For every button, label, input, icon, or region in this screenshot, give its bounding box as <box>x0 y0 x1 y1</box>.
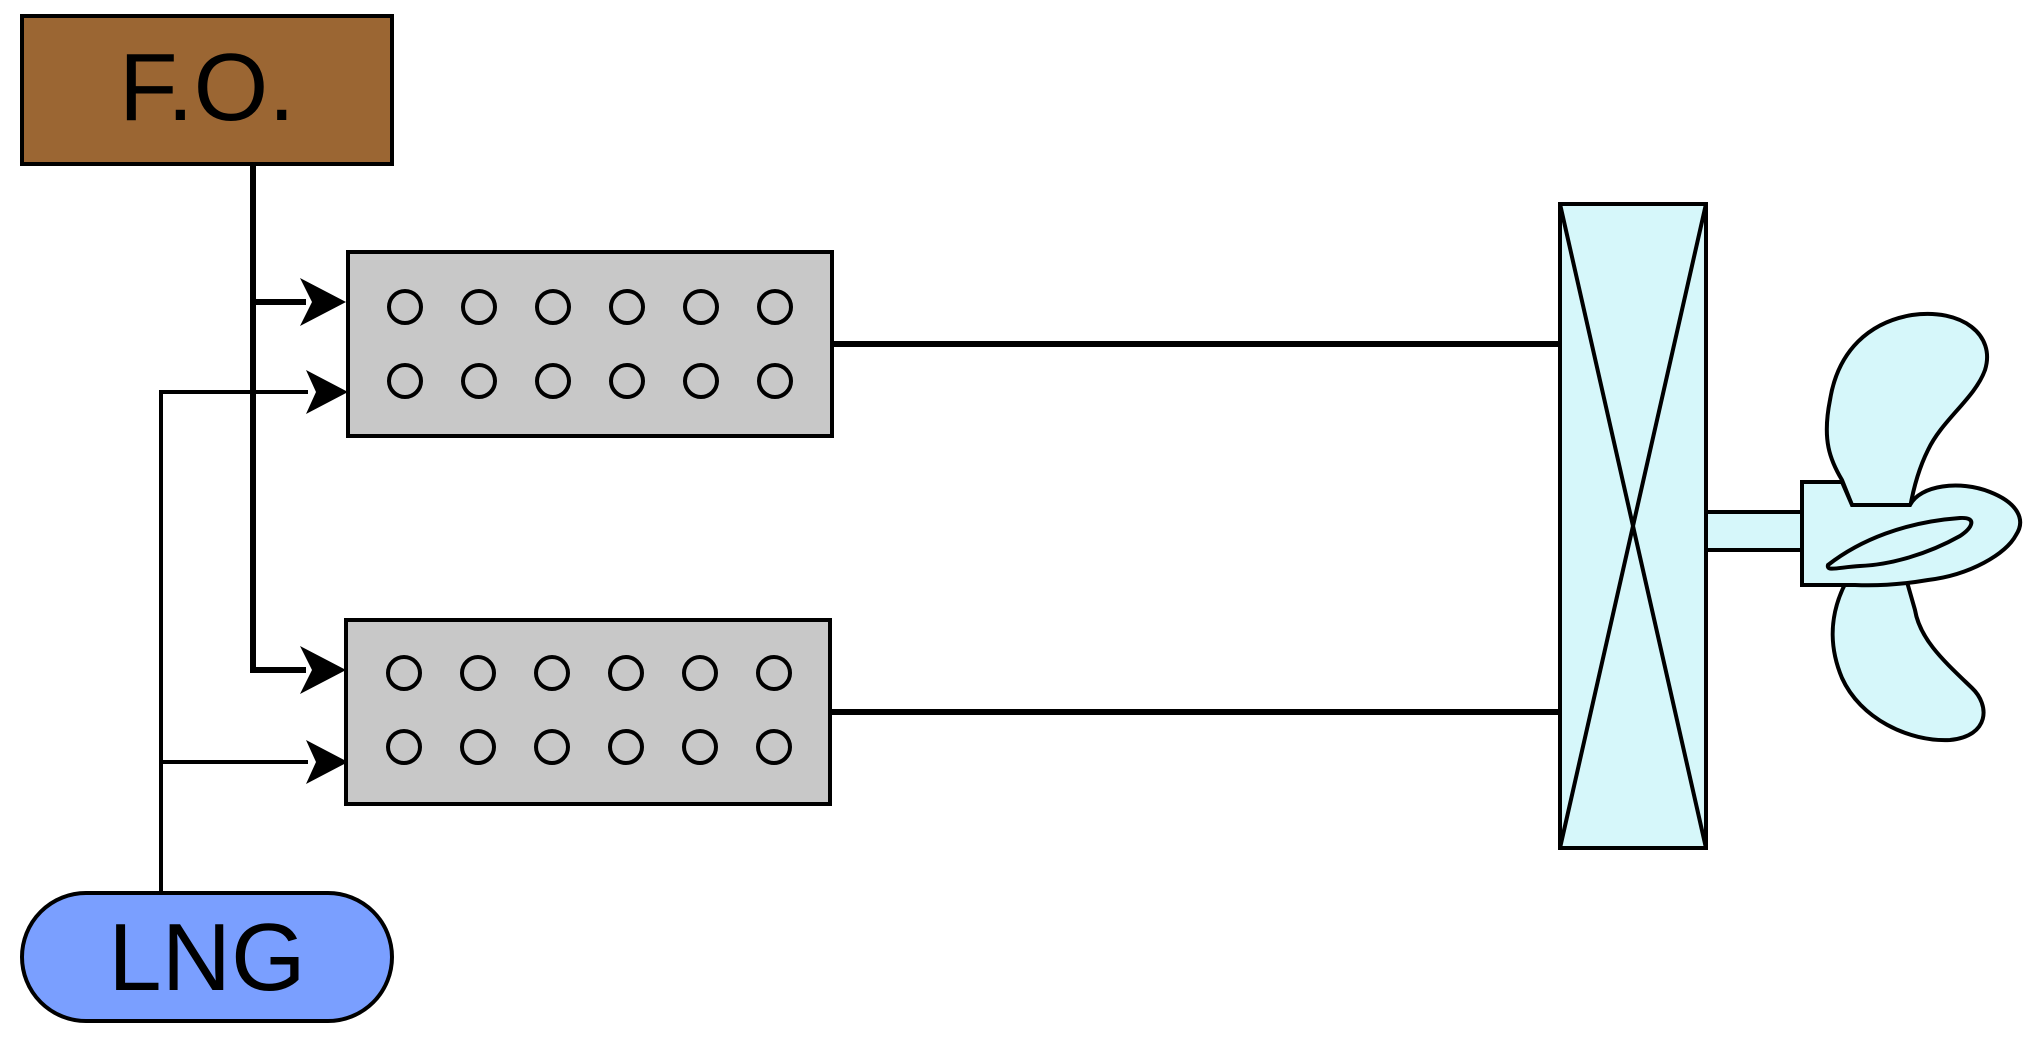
cylinder-icon <box>683 289 719 325</box>
arrowhead-icon <box>300 278 346 326</box>
gearbox-icon <box>1558 202 1708 850</box>
cylinder-icon <box>682 729 718 765</box>
cylinder-icon <box>608 729 644 765</box>
cylinder-icon <box>756 655 792 691</box>
propeller-icon <box>1800 311 2022 743</box>
cylinder-icon <box>608 655 644 691</box>
cylinder-icon <box>757 363 793 399</box>
cylinder-icon <box>609 289 645 325</box>
cylinder-icon <box>386 655 422 691</box>
lng-tank: LNG <box>20 891 394 1023</box>
arrowhead-icon <box>306 370 348 414</box>
cylinder-icon <box>756 729 792 765</box>
cylinder-icon <box>386 729 422 765</box>
cylinder-icon <box>757 289 793 325</box>
cylinder-grid <box>386 655 792 765</box>
cylinder-icon <box>534 655 570 691</box>
arrowhead-icon <box>306 740 348 784</box>
fuel-oil-tank: F.O. <box>20 14 394 166</box>
engine-icon <box>344 618 832 806</box>
cylinder-icon <box>460 655 496 691</box>
cylinder-icon <box>387 289 423 325</box>
cylinder-icon <box>461 289 497 325</box>
engine-upper <box>346 250 834 438</box>
cylinder-icon <box>609 363 645 399</box>
cylinder-icon <box>535 289 571 325</box>
cylinder-icon <box>682 655 718 691</box>
cylinder-grid <box>387 289 793 399</box>
lng-supply-line <box>159 370 348 893</box>
cylinder-icon <box>387 363 423 399</box>
fuel-oil-label: F.O. <box>119 34 295 141</box>
arrowhead-icon <box>300 646 346 694</box>
cylinder-icon <box>535 363 571 399</box>
engine-lower <box>344 618 832 806</box>
cylinder-icon <box>461 363 497 399</box>
propeller-shaft <box>1704 510 1804 552</box>
engine-icon <box>346 250 834 438</box>
fuel-oil-supply-line <box>250 164 346 694</box>
cylinder-icon <box>683 363 719 399</box>
cylinder-icon <box>534 729 570 765</box>
cylinder-icon <box>460 729 496 765</box>
lng-label: LNG <box>108 904 305 1011</box>
